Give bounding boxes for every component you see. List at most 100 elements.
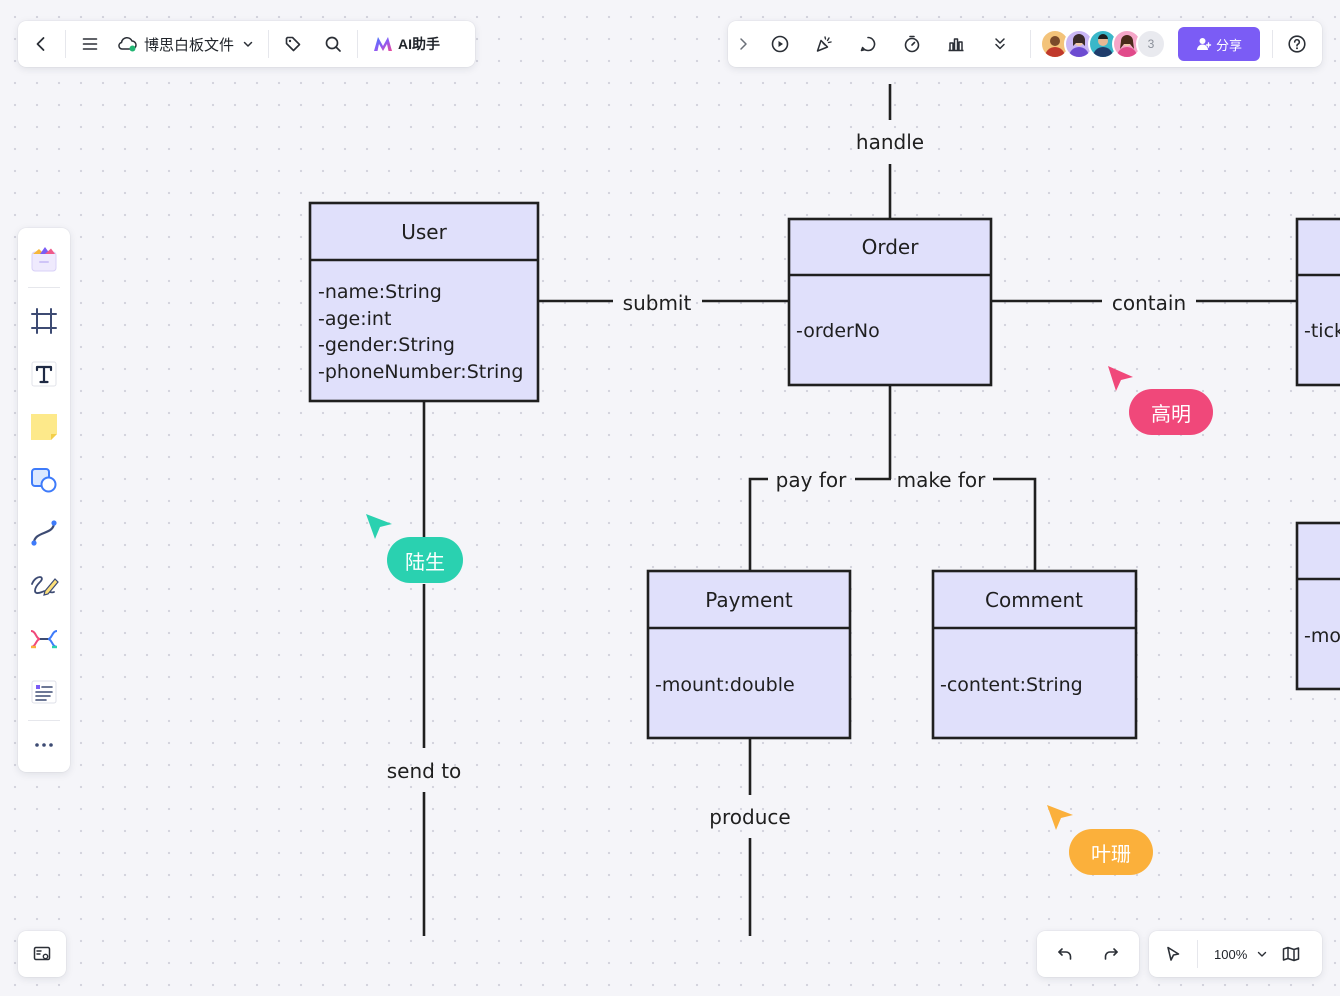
tool-pen[interactable]: [18, 559, 70, 612]
class-box-comment[interactable]: Comment -content:String: [931, 569, 1138, 740]
tool-sticky-note[interactable]: [18, 400, 70, 453]
undo-button[interactable]: [1042, 934, 1088, 974]
class-attribute: -gender:String: [318, 334, 455, 356]
celebrate-icon: [816, 36, 832, 52]
class-name: Order: [862, 235, 920, 259]
share-button[interactable]: 分享: [1178, 27, 1260, 61]
back-icon: [36, 37, 45, 51]
cursor-tag-lusheng: 陆生: [387, 537, 463, 583]
tool-table[interactable]: [18, 665, 70, 718]
menu-icon: [82, 38, 98, 50]
file-name-dropdown[interactable]: 博思白板文件: [116, 24, 256, 64]
top-right-toolbar: 3 分享: [728, 21, 1322, 67]
more-tools-button[interactable]: [978, 24, 1022, 64]
expand-toolbar-button[interactable]: [728, 24, 758, 64]
tag-button[interactable]: [273, 24, 313, 64]
comment-button[interactable]: [846, 24, 890, 64]
connector-line[interactable]: [748, 477, 768, 571]
ai-assistant-label: AI助手: [398, 36, 441, 52]
relation-label-submit[interactable]: submit: [623, 291, 692, 315]
ai-assistant-button[interactable]: AI助手: [372, 34, 440, 54]
cursor-arrow-lusheng: [366, 514, 392, 539]
class-attribute: -name:String: [318, 281, 442, 303]
help-icon: [1288, 35, 1306, 53]
connector-icon: [31, 519, 57, 546]
template-icon: [31, 246, 57, 271]
collaborator-count-badge: 3: [1136, 29, 1166, 59]
add-user-icon: [1196, 38, 1212, 50]
relation-label-pay-for[interactable]: pay for: [776, 468, 847, 492]
file-name: 博思白板文件: [144, 36, 235, 54]
ai-logo-icon: [374, 37, 393, 51]
mind-map-icon: [30, 629, 58, 648]
divider: [1272, 30, 1273, 58]
collaborator-avatars[interactable]: 3: [1040, 21, 1170, 67]
class-attribute: -mount:double: [655, 674, 795, 696]
relation-label-produce[interactable]: produce: [709, 805, 790, 829]
connector-line[interactable]: [993, 477, 1037, 571]
zoom-dropdown[interactable]: 100%: [1214, 947, 1269, 962]
celebrate-button[interactable]: [802, 24, 846, 64]
class-box-user[interactable]: User -name:String -age:int -gender:Strin…: [308, 201, 540, 403]
expand-icon: [740, 38, 747, 50]
relation-label-make-for[interactable]: make for: [897, 468, 987, 492]
class-box-payment[interactable]: Payment -mount:double: [646, 569, 852, 740]
class-name: Comment: [985, 588, 1083, 612]
select-pointer-icon: [1167, 946, 1180, 961]
connector-lines: [422, 84, 1300, 936]
tool-more[interactable]: [18, 727, 70, 763]
chevron-down-icon: [1258, 951, 1267, 957]
relation-label-handle[interactable]: handle: [856, 130, 924, 154]
class-attribute: -mo: [1304, 625, 1340, 647]
help-button[interactable]: [1277, 24, 1317, 64]
class-attribute: -content:String: [940, 674, 1083, 696]
divider: [1030, 30, 1031, 58]
class-name: Payment: [705, 588, 793, 612]
relation-label-contain[interactable]: contain: [1112, 291, 1186, 315]
cursor-tag-gaoming: 高明: [1129, 389, 1213, 435]
divider: [1197, 940, 1198, 968]
class-attribute: -orderNo: [796, 320, 880, 342]
vote-button[interactable]: [934, 24, 978, 64]
map-button[interactable]: [1271, 934, 1311, 974]
map-icon: [1283, 946, 1300, 962]
tool-mind-map[interactable]: [18, 612, 70, 665]
class-box-partial-top[interactable]: -tick: [1295, 217, 1340, 387]
tool-frame[interactable]: [18, 294, 70, 347]
class-attribute: -tick: [1304, 320, 1340, 342]
tag-icon: [285, 36, 301, 52]
class-box-order[interactable]: Order -orderNo: [787, 217, 993, 387]
relation-label-send-to[interactable]: send to: [387, 759, 462, 783]
minimap-button[interactable]: [22, 934, 62, 974]
class-box-partial-mid[interactable]: -mo: [1295, 521, 1340, 691]
present-button[interactable]: [758, 24, 802, 64]
minimap-icon: [33, 946, 51, 961]
relation-labels: handle submit contain pay for make for s…: [387, 130, 1186, 829]
search-button[interactable]: [313, 24, 353, 64]
redo-button[interactable]: [1088, 934, 1134, 974]
vote-icon: [948, 38, 964, 52]
tool-templates[interactable]: [18, 232, 70, 285]
history-panel: [1037, 931, 1139, 977]
shape-icon: [31, 467, 57, 492]
class-attribute: -age:int: [318, 308, 391, 330]
select-pointer-button[interactable]: [1153, 934, 1193, 974]
pen-icon: [31, 575, 59, 596]
view-panel: 100%: [1149, 931, 1322, 977]
menu-button[interactable]: [70, 24, 110, 64]
table-icon: [31, 680, 57, 703]
undo-icon: [1058, 948, 1072, 960]
tool-connector[interactable]: [18, 506, 70, 559]
tool-text[interactable]: [18, 347, 70, 400]
cursor-arrow-gaoming: [1108, 366, 1133, 391]
divider: [28, 287, 60, 288]
minimap-toggle-panel: [18, 931, 66, 977]
chevron-down-icon: [243, 41, 253, 47]
search-icon: [325, 36, 341, 52]
class-name: User: [401, 220, 447, 244]
timer-button[interactable]: [890, 24, 934, 64]
back-button[interactable]: [21, 24, 61, 64]
tool-shapes[interactable]: [18, 453, 70, 506]
divider: [357, 30, 359, 58]
